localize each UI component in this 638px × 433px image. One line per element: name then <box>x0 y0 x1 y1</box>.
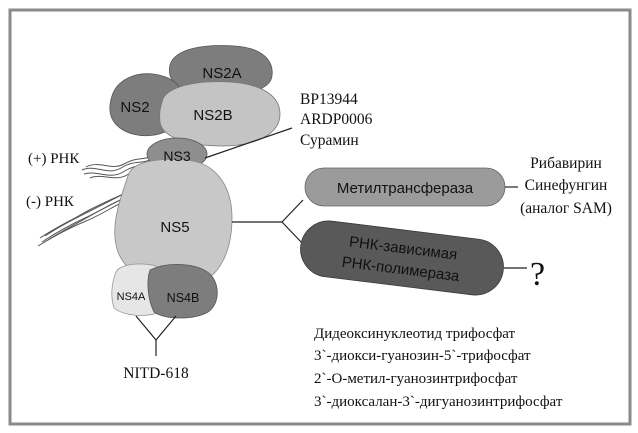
ns3-label: NS3 <box>163 148 190 164</box>
ns2b-label: NS2B <box>193 107 232 124</box>
mtase-inhibitor-3: (аналог SAM) <box>520 200 612 217</box>
ns5-label: NS5 <box>160 219 189 236</box>
ns4a-label: NS4A <box>117 291 146 303</box>
plus-rna-label: (+) РНК <box>28 151 80 167</box>
ns4-connector <box>135 315 177 356</box>
nucleotide-inhibitor-3: 2`-О-метил-гуанозинтрифосфат <box>314 371 518 387</box>
ns4a-protein <box>111 263 161 316</box>
ns3-connector-line <box>204 127 293 159</box>
ns4-inhibitor-label: NITD-618 <box>123 365 189 382</box>
ns3-inhibitor-2: ARDP0006 <box>300 111 373 128</box>
nucleotide-inhibitor-4: 3`-диоксалан-3`-дигуанозинтрифосфат <box>314 394 563 410</box>
ns3-inhibitor-1: BP13944 <box>300 91 358 108</box>
rdrp-unknown-inhibitor: ? <box>530 256 545 293</box>
ns4b-protein <box>147 264 218 319</box>
rdrp-domain: РНК-зависимая РНК-полимераза <box>300 220 504 296</box>
mtase-inhibitor-1: Рибавирин <box>530 155 602 172</box>
ns3-inhibitor-3: Сурамин <box>300 132 359 149</box>
ns5-protein <box>114 158 233 287</box>
ns2a-label: NS2A <box>202 65 241 82</box>
ns5-branch-connector <box>232 199 304 245</box>
minus-rna-strand <box>37 189 134 247</box>
ns2b-protein <box>159 81 281 147</box>
ns2-label: NS2 <box>120 99 149 116</box>
nucleotide-inhibitor-1: Дидеоксинуклеотид трифосфат <box>314 326 516 342</box>
methyltransferase-label: Метилтрансфераза <box>337 180 474 197</box>
mtase-inhibitor-2: Синефунгин <box>525 177 608 194</box>
frame-border <box>8 8 632 426</box>
nucleotide-inhibitor-2: 3`-диокси-гуанозин-5`-трифосфат <box>314 348 531 364</box>
ns4b-label: NS4B <box>167 291 200 305</box>
minus-rna-label: (-) РНК <box>26 194 75 210</box>
